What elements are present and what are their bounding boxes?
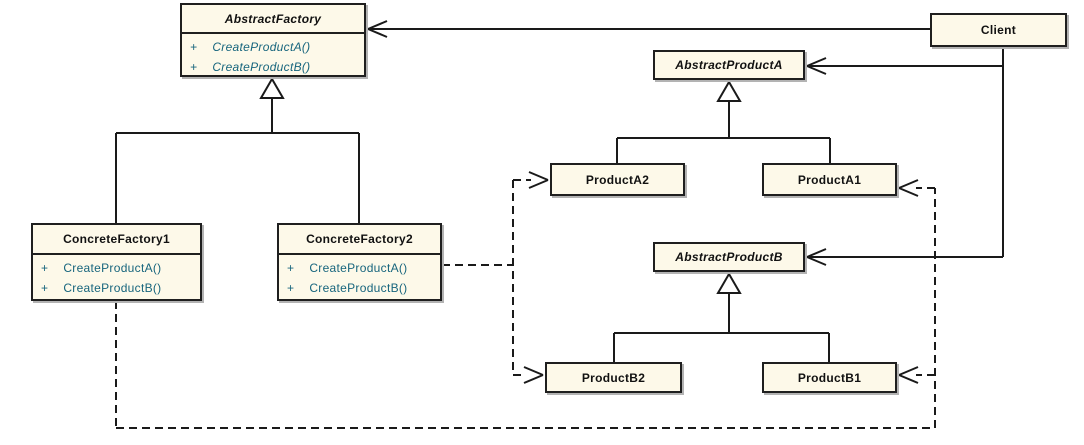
class-box-product-b2: ProductB2 [545,362,682,393]
association-client-products [809,47,1004,258]
method-item: + CreateProductB() [287,278,434,298]
arrowhead-into-producta1 [898,179,919,197]
arrowhead-into-productb1 [898,366,919,384]
method-visibility: + [190,60,198,74]
method-signature: CreateProductA() [309,261,408,275]
class-box-product-a1: ProductA1 [762,163,897,196]
inheritance-triangle-abstractproducta [716,80,742,102]
class-methods: + CreateProductA() + CreateProductB() [279,253,440,298]
method-visibility: + [41,281,49,295]
class-title: ProductB2 [581,370,646,385]
inheritance-triangle-abstractproductb [716,272,742,294]
class-title: ConcreteFactory2 [306,232,413,246]
class-title: AbstractProductA [675,58,783,72]
class-title: Client [980,23,1017,37]
method-signature: CreateProductA() [63,261,162,275]
method-item: + CreateProductA() [41,258,194,278]
method-visibility: + [287,261,295,275]
dependency-concretefactory1-products [115,187,936,429]
class-title: AbstractProductB [675,250,783,264]
method-signature: CreateProductB() [63,281,162,295]
class-box-abstract-factory: AbstractFactory + CreateProductA() + Cre… [180,3,366,77]
class-box-concrete-factory2: ConcreteFactory2 + CreateProductA() + Cr… [277,223,442,301]
class-title: ProductB1 [797,370,862,385]
method-visibility: + [41,261,49,275]
method-item: + CreateProductB() [41,278,194,298]
inheritance-triangle-abstractfactory [259,77,285,99]
dependency-concretefactory2-products [442,179,531,376]
class-box-product-a2: ProductA2 [550,163,685,196]
class-title: ProductA2 [585,172,650,187]
method-visibility: + [287,281,295,295]
generalization-productb-line [613,293,830,362]
method-item: + CreateProductA() [190,37,358,57]
method-item: + CreateProductA() [287,258,434,278]
class-title: AbstractFactory [224,11,322,26]
method-signature: CreateProductB() [309,281,408,295]
arrowhead-into-abstractproducta [806,57,827,75]
class-title: ConcreteFactory1 [63,232,170,246]
arrowhead-into-abstractproductb [806,248,827,266]
method-signature: CreateProductB() [212,60,311,74]
arrowhead-into-producta2 [528,171,549,189]
class-box-client: Client [930,13,1067,47]
class-methods: + CreateProductA() + CreateProductB() [33,253,200,298]
generalization-producta-line [616,101,831,163]
class-box-abstract-product-a: AbstractProductA [653,50,805,80]
class-methods: + CreateProductA() + CreateProductB() [182,32,364,77]
method-visibility: + [190,40,198,54]
class-box-abstract-product-b: AbstractProductB [653,242,805,272]
class-title: ProductA1 [797,172,862,187]
arrowhead-into-productb2 [523,366,544,384]
arrowhead-into-abstractfactory [367,20,388,38]
method-signature: CreateProductA() [212,40,311,54]
class-box-product-b1: ProductB1 [762,362,897,393]
generalization-factories-line [115,98,360,223]
class-box-concrete-factory1: ConcreteFactory1 + CreateProductA() + Cr… [31,223,202,301]
method-item: + CreateProductB() [190,57,358,77]
